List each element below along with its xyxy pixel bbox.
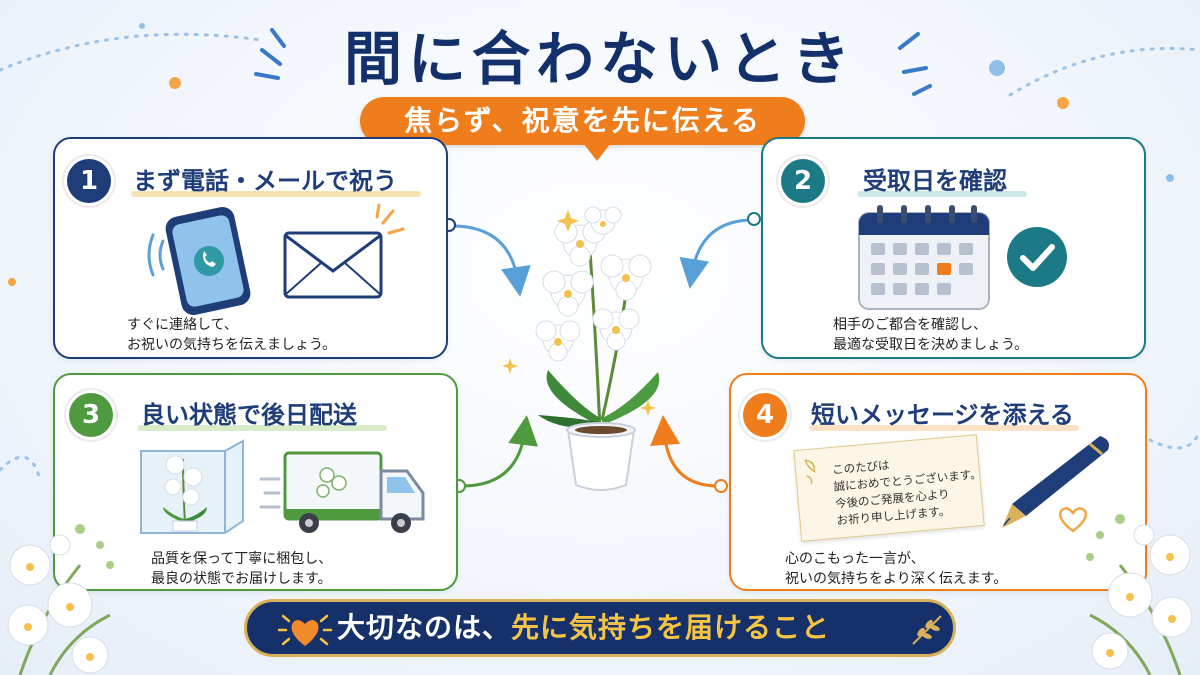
page-title: 間に合わないとき xyxy=(343,25,856,93)
step-number-1: 1 xyxy=(67,159,111,203)
envelope-icon xyxy=(283,203,405,299)
step-card-2: 2 受取日を確認 相手のご都合を確認し、 最適な受取日を決めましょう。 xyxy=(761,137,1146,359)
heart-outline-icon xyxy=(1059,507,1087,533)
step-number-4: 4 xyxy=(743,393,787,437)
step-desc-line: 相手のご都合を確認し、 xyxy=(833,317,987,333)
checkmark-icon xyxy=(1007,227,1067,287)
step-number-3: 3 xyxy=(69,393,113,437)
message-card-text: このたびは 誠におめでとうございます。 今後のご発展を心より お祈り申し上げます… xyxy=(832,449,986,530)
calendar-icon xyxy=(858,205,990,310)
subtitle-pointer xyxy=(583,143,611,161)
connector-dot-2 xyxy=(747,212,761,226)
pen-icon xyxy=(1002,436,1109,528)
step-title-1: まず電話・メールで祝う xyxy=(133,167,397,195)
step-number-2: 2 xyxy=(781,159,825,203)
step-title-2: 受取日を確認 xyxy=(863,167,1007,195)
step-title-4: 短いメッセージを添える xyxy=(811,401,1074,429)
step-title-underline-1 xyxy=(131,191,421,197)
corner-orchid-right xyxy=(1086,514,1193,675)
banner-text: 大切なのは、先に気持ちを届けること xyxy=(337,602,830,654)
step-desc-3: 品質を保って丁寧に梱包し、 最良の状態でお届けします。 xyxy=(151,549,332,589)
message-card: このたびは 誠におめでとうございます。 今後のご発展を心より お祈り申し上げます… xyxy=(793,434,986,542)
flourish-icon xyxy=(804,459,816,484)
step-desc-2: 相手のご都合を確認し、 最適な受取日を決めましょう。 xyxy=(833,315,1028,355)
bottom-banner: 大切なのは、先に気持ちを届けること xyxy=(244,599,956,657)
connector-dot-4 xyxy=(714,479,728,493)
step-title-underline-3 xyxy=(137,425,387,431)
step-desc-line: 祝いの気持ちをより深く伝えます。 xyxy=(785,571,1008,587)
banner-prefix: 大切なのは、 xyxy=(337,611,512,644)
corner-orchid-left xyxy=(7,524,114,675)
step-card-1: 1 まず電話・メールで祝う すぐに連絡して、 お祝いの気持ちを伝えましょう。 xyxy=(53,137,448,359)
step-desc-line: すぐに連絡して、 xyxy=(127,317,238,333)
step-desc-line: お祝いの気持ちを伝えましょう。 xyxy=(127,337,337,353)
truck-icon xyxy=(259,451,425,533)
phone-icon xyxy=(147,207,251,315)
box-icon xyxy=(140,439,244,534)
banner-highlight: 先に気持ちを届けること xyxy=(511,611,831,644)
step-desc-4: 心のこもった一言が、 祝いの気持ちをより深く伝えます。 xyxy=(785,549,1007,589)
step-desc-line: 心のこもった一言が、 xyxy=(785,551,925,567)
orchid-icon xyxy=(502,206,660,491)
heart-icon xyxy=(277,614,333,646)
laurel-icon xyxy=(912,615,942,645)
step-title-3: 良い状態で後日配送 xyxy=(141,401,357,429)
step-desc-line: 品質を保って丁寧に梱包し、 xyxy=(151,551,333,567)
step-title-underline-2 xyxy=(857,191,1027,197)
step-card-3: 3 良い状態で後日配送 品質を保って丁寧に梱包し、 最良の状態でお届けします。 xyxy=(53,373,458,591)
step-desc-line: 最良の状態でお届けします。 xyxy=(151,571,332,587)
step-desc-line: 最適な受取日を決めましょう。 xyxy=(833,337,1029,353)
step-desc-1: すぐに連絡して、 お祝いの気持ちを伝えましょう。 xyxy=(127,315,336,355)
step-title-underline-4 xyxy=(809,425,1079,431)
